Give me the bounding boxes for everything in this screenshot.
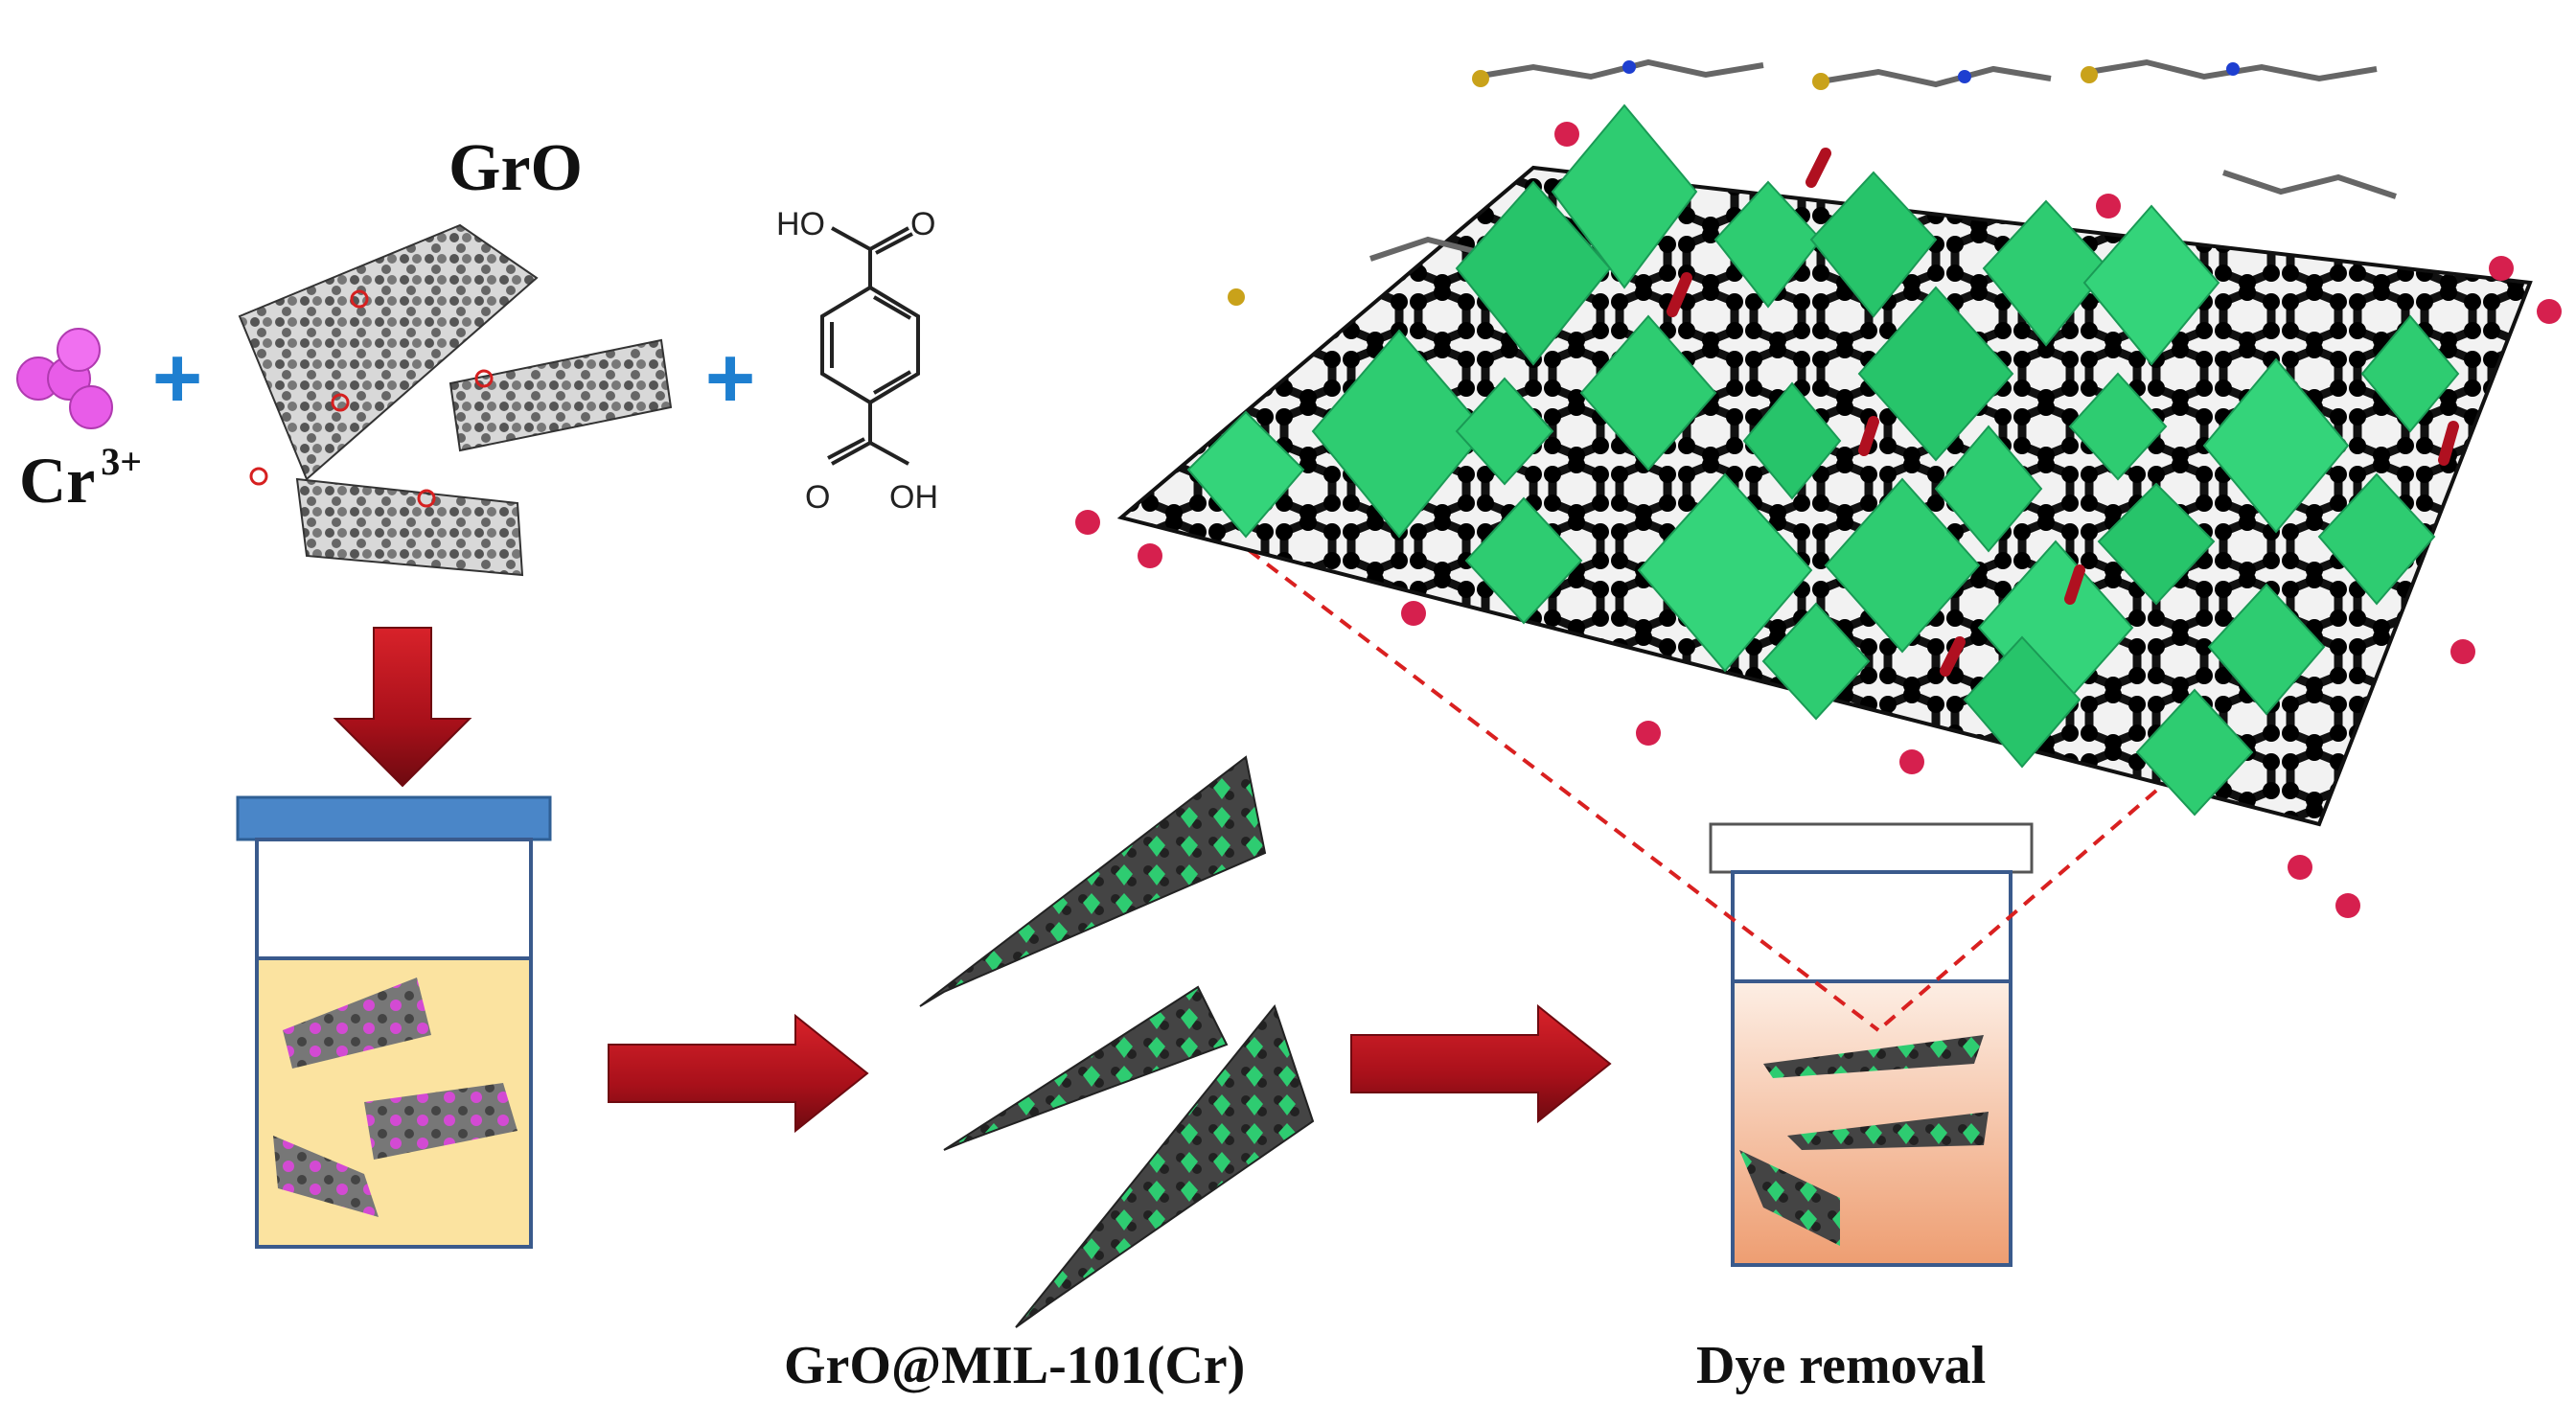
plus-sign-2: +: [705, 331, 756, 426]
dye-molecules: [1228, 58, 2397, 306]
oxygen-atom: [2096, 194, 2121, 218]
magnified-structure: [1075, 58, 2562, 918]
octahedron: [1809, 171, 1938, 318]
reaction-vessel: [236, 795, 552, 1249]
octahedron: [2360, 314, 2460, 433]
oxygen-site: [474, 369, 494, 388]
oxygen-site: [417, 489, 436, 508]
adsorbent-sheet: [1763, 1035, 1984, 1078]
octahedron: [1551, 104, 1698, 289]
beaker-cap: [1709, 822, 2034, 874]
oxygen-atom: [1554, 122, 1579, 147]
plus-sign-1: +: [152, 331, 203, 426]
oxygen-site: [249, 467, 268, 486]
composite-sheet-1: [919, 755, 1267, 1007]
graphene-oxide-sheets: [238, 223, 673, 577]
oxygen-atom: [1899, 749, 1924, 774]
terephthalic-acid: [820, 226, 920, 466]
oxygen-atom: [1075, 510, 1100, 535]
gro-sheet-1: [238, 223, 539, 481]
octahedron: [1455, 180, 1612, 366]
octahedron: [2097, 482, 2216, 606]
cr-sphere: [57, 328, 101, 372]
octahedron: [2068, 372, 2168, 481]
octahedron: [2207, 583, 2326, 716]
right-arrow-2: [1350, 1003, 1612, 1124]
cr-ion-charge: 3+: [101, 440, 143, 483]
gro-label: GrO: [448, 131, 583, 205]
acid-top-hydroxyl: HO: [776, 206, 825, 242]
oxygen-atom: [2335, 893, 2360, 918]
oxygen-site: [350, 289, 369, 309]
gro-sheet-3: [295, 477, 524, 577]
oxygen-atom: [2537, 299, 2562, 324]
mixed-sheet: [273, 1136, 379, 1217]
right-arrow-1: [608, 1013, 869, 1134]
octahedron: [1761, 602, 1871, 721]
gro-sheet-2: [448, 338, 673, 452]
mil101-octahedra: [1186, 104, 2460, 816]
octahedron: [1464, 496, 1583, 625]
zoom-line-right: [1876, 789, 2158, 1032]
oxygen-atom: [2489, 256, 2514, 281]
cr-sphere: [69, 385, 113, 429]
octahedron: [1579, 314, 1717, 472]
product-label: GrO@MIL-101(Cr): [784, 1336, 1246, 1395]
vessel-lid: [236, 795, 552, 841]
octahedron: [1963, 635, 2082, 769]
composite-sheet-2: [943, 985, 1229, 1151]
octahedron: [1455, 377, 1554, 486]
octahedron: [1637, 472, 1813, 673]
octahedron: [1982, 199, 2110, 347]
dye-removal-label: Dye removal: [1696, 1336, 1987, 1395]
cr-ion-symbol: Cr: [19, 444, 96, 517]
octahedron: [2317, 472, 2436, 606]
adsorbent-sheet: [1739, 1150, 1840, 1246]
zoom-line-left: [1210, 520, 1880, 1032]
octahedron: [1714, 180, 1823, 309]
octahedron: [1857, 286, 2014, 462]
oxygen-atom: [2450, 639, 2475, 664]
octahedron: [2202, 357, 2350, 534]
graphene-lattice: [1116, 165, 2533, 827]
composite-sheet-3: [1015, 1003, 1315, 1328]
oxygen-atom: [1636, 721, 1661, 746]
oxygen-atom: [1138, 543, 1162, 568]
octahedron: [1742, 381, 1842, 500]
acid-top-oxygen: O: [910, 206, 935, 242]
oxygen-atom: [1401, 601, 1426, 626]
down-arrow: [333, 627, 472, 788]
oxygen-atom: [2288, 855, 2312, 880]
octahedron: [1934, 425, 2043, 553]
octahedron: [1311, 329, 1487, 539]
linkers: [1667, 148, 2459, 677]
mixed-sheet: [283, 978, 431, 1069]
benzene-ring: [820, 285, 920, 405]
cr-ion-cluster: [16, 328, 113, 429]
acid-bottom-oxygen: O: [805, 479, 830, 516]
octahedron: [1186, 410, 1305, 539]
octahedron: [1824, 477, 1981, 654]
mixed-sheet: [364, 1083, 518, 1160]
octahedron: [2082, 204, 2220, 366]
octahedron: [2135, 688, 2254, 816]
adsorbent-sheet: [1787, 1112, 1989, 1150]
acid-bottom-hydroxyl: OH: [889, 479, 938, 516]
carboxyl-groups: [1075, 122, 2562, 918]
dye-removal-beaker: [1709, 822, 2034, 1267]
oxygen-site: [331, 393, 350, 412]
composite-sheets: [919, 755, 1315, 1328]
